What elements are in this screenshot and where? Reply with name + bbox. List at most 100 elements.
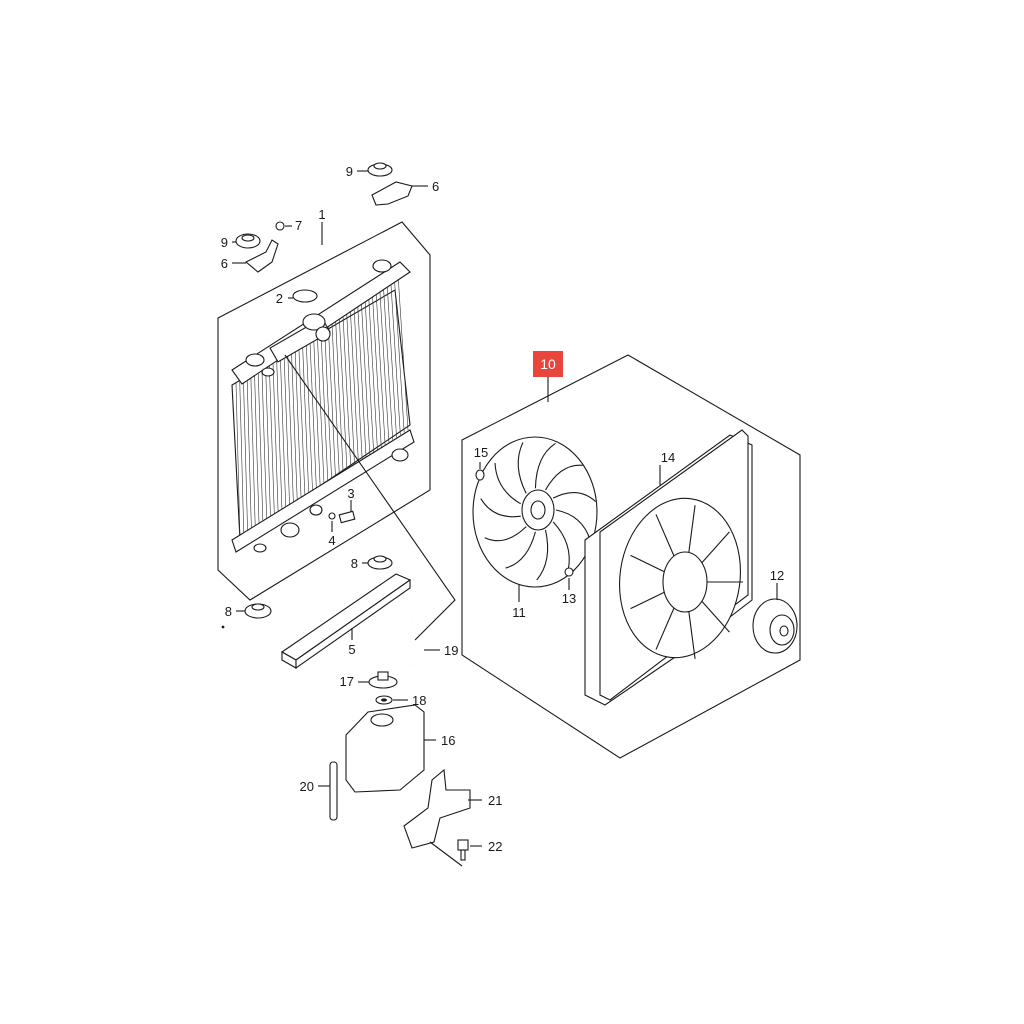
- fan-blade: [552, 521, 570, 570]
- fan-blade: [555, 509, 591, 541]
- radiator-fin: [375, 288, 386, 445]
- label-14: 14: [661, 450, 675, 465]
- radiator-mount-pin: [245, 353, 265, 367]
- radiator-fin: [301, 337, 310, 494]
- radiator-fin: [261, 364, 268, 521]
- label-9-top: 9: [346, 164, 353, 179]
- shroud-spoke: [688, 611, 696, 659]
- label-22: 22: [488, 839, 502, 854]
- label-6-top: 6: [432, 179, 439, 194]
- fan-blade-11: [472, 436, 598, 602]
- label-10: 10: [540, 356, 556, 372]
- fan-blade: [505, 531, 536, 569]
- radiator-bottom-tank: [231, 429, 415, 553]
- label-5: 5: [348, 642, 355, 657]
- radiator-fin: [239, 379, 245, 536]
- highlight-box-10: [533, 351, 563, 377]
- fan-group-outline: [461, 354, 801, 759]
- radiator-fin: [250, 372, 256, 529]
- shroud-spoke: [655, 514, 675, 557]
- radiator-bottom-pin: [253, 543, 267, 553]
- radiator-hose-leader: [284, 354, 456, 641]
- reservoir-tank-16: [345, 704, 436, 793]
- fan-blade: [544, 464, 583, 491]
- radiator-inlet-port: [315, 326, 331, 342]
- label-7: 7: [295, 218, 302, 233]
- shroud-spoke: [688, 505, 696, 553]
- radiator-fin: [379, 286, 390, 443]
- bracket-6-left: [232, 239, 279, 273]
- hose-19: [404, 619, 423, 666]
- label-4: 4: [328, 533, 335, 548]
- radiator-fin: [290, 345, 298, 502]
- tube-20: [318, 761, 338, 821]
- radiator-fin: [272, 357, 279, 514]
- radiator-fin: [390, 278, 401, 435]
- radiator-fin: [309, 332, 317, 489]
- drain-plug-3-4: [328, 500, 356, 532]
- radiator-fin: [265, 362, 271, 519]
- radiator-fin: [324, 323, 332, 480]
- radiator-outlet-port: [309, 504, 323, 516]
- cushion-9-left: [232, 233, 261, 249]
- radiator-fin: [268, 359, 275, 516]
- screw-13: [564, 567, 574, 590]
- fan-motor-12: [752, 583, 798, 654]
- label-13: 13: [562, 591, 576, 606]
- radiator-cap-2: [288, 289, 318, 303]
- fan-blade: [517, 442, 527, 494]
- radiator-fin: [360, 298, 371, 455]
- bracket-6-top: [371, 181, 428, 206]
- cushion-8-left: [236, 603, 272, 619]
- radiator-fin: [283, 350, 290, 507]
- radiator-fins: [235, 273, 409, 539]
- label-8-left: 8: [225, 604, 232, 619]
- radiator-fin: [349, 305, 359, 462]
- label-2: 2: [276, 291, 283, 306]
- label-6-left: 6: [221, 256, 228, 271]
- radiator-fin: [335, 315, 344, 472]
- radiator-fin: [246, 374, 252, 531]
- fan-blade: [536, 529, 549, 581]
- radiator-fin: [279, 352, 287, 509]
- shroud-spoke: [630, 591, 665, 610]
- radiator-fin: [276, 354, 283, 512]
- reservoir-cap-17: [358, 671, 398, 689]
- radiator-fin: [397, 273, 409, 431]
- radiator-fin: [364, 296, 374, 453]
- radiator-fin: [327, 320, 336, 477]
- radiator-fin: [313, 330, 321, 487]
- radiator-fin: [254, 369, 260, 526]
- label-17: 17: [340, 674, 354, 689]
- fan-blade: [552, 492, 596, 502]
- fan-blade: [480, 498, 521, 518]
- bracket-21: [403, 768, 482, 867]
- fan-shroud-14: [584, 429, 753, 706]
- label-21: 21: [488, 793, 502, 808]
- radiator-fin: [342, 310, 352, 467]
- radiator-side-port: [391, 448, 409, 462]
- radiator-fin: [346, 308, 355, 465]
- bolt-7: [275, 221, 292, 231]
- radiator: [231, 259, 415, 553]
- shroud-spoke: [701, 600, 730, 633]
- nut-15: [475, 462, 485, 481]
- radiator-fin: [235, 381, 241, 539]
- radiator-fin: [320, 325, 329, 482]
- radiator-fin: [257, 367, 264, 524]
- radiator-mount-pin: [261, 367, 275, 377]
- radiator-fin: [371, 291, 382, 448]
- radiator-mount-pin: [372, 259, 392, 273]
- label-18: 18: [412, 693, 426, 708]
- shroud-spoke: [655, 607, 675, 650]
- radiator-fin: [305, 335, 313, 492]
- radiator-fin: [368, 293, 378, 450]
- radiator-fin: [386, 281, 397, 438]
- bolt-22: [457, 839, 482, 861]
- radiator-filler-neck: [302, 313, 326, 331]
- radiator-fin: [331, 318, 340, 475]
- label-16: 16: [441, 733, 455, 748]
- cushion-9-top: [357, 162, 393, 177]
- dot-mark: [221, 625, 225, 629]
